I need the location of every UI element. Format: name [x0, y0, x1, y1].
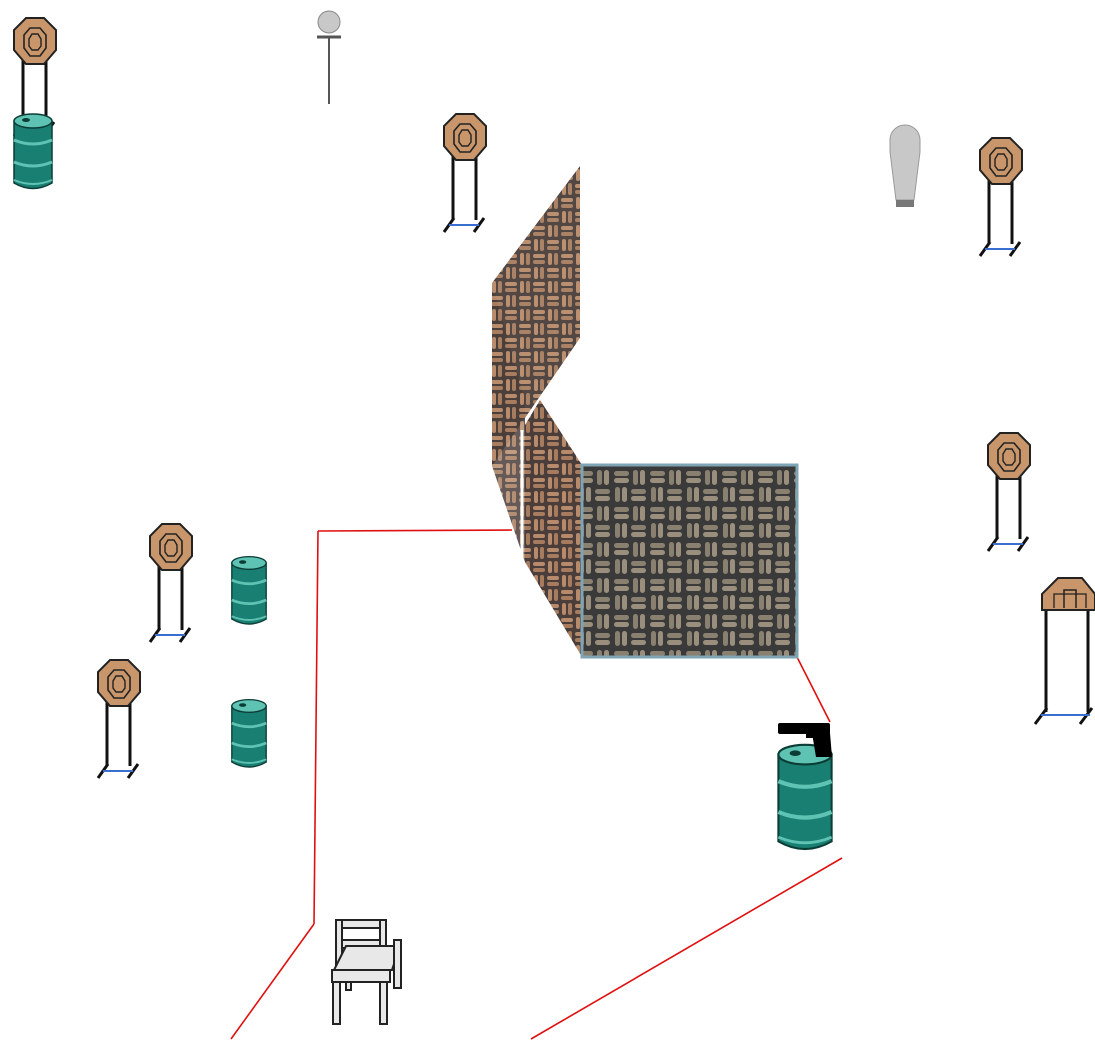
chair-icon: [331, 919, 402, 1025]
oil-barrel-icon: [778, 745, 831, 849]
fault-line-left-diag: [230, 923, 315, 1040]
ipsc-target-icon: [442, 112, 488, 234]
pepper-popper-icon: [889, 124, 921, 207]
fault-line-left: [313, 530, 319, 925]
pistol-icon: [778, 723, 832, 757]
ipsc-target-icon: [978, 136, 1024, 258]
round-plate-icon: [317, 10, 341, 104]
woven-wall-icon: [492, 166, 799, 659]
ipsc-target-icon: [148, 522, 194, 644]
fault-line-top: [317, 529, 513, 532]
oil-barrel-icon: [230, 555, 268, 626]
oil-barrel-icon: [12, 112, 54, 191]
ipsc-target-icon: [986, 431, 1032, 553]
wall-panel-middle: [492, 283, 525, 562]
ipsc-target-icon: [96, 658, 142, 780]
wall-panel-angled: [525, 400, 582, 657]
fault-lines: [230, 529, 843, 1040]
ipsc-target-icon-tall: [1033, 577, 1095, 725]
fault-line-wall-to-barrel: [796, 656, 831, 723]
oil-barrel-icon: [230, 697, 268, 769]
fault-line-right-diag: [530, 857, 843, 1040]
wall-panel-front: [580, 463, 799, 659]
